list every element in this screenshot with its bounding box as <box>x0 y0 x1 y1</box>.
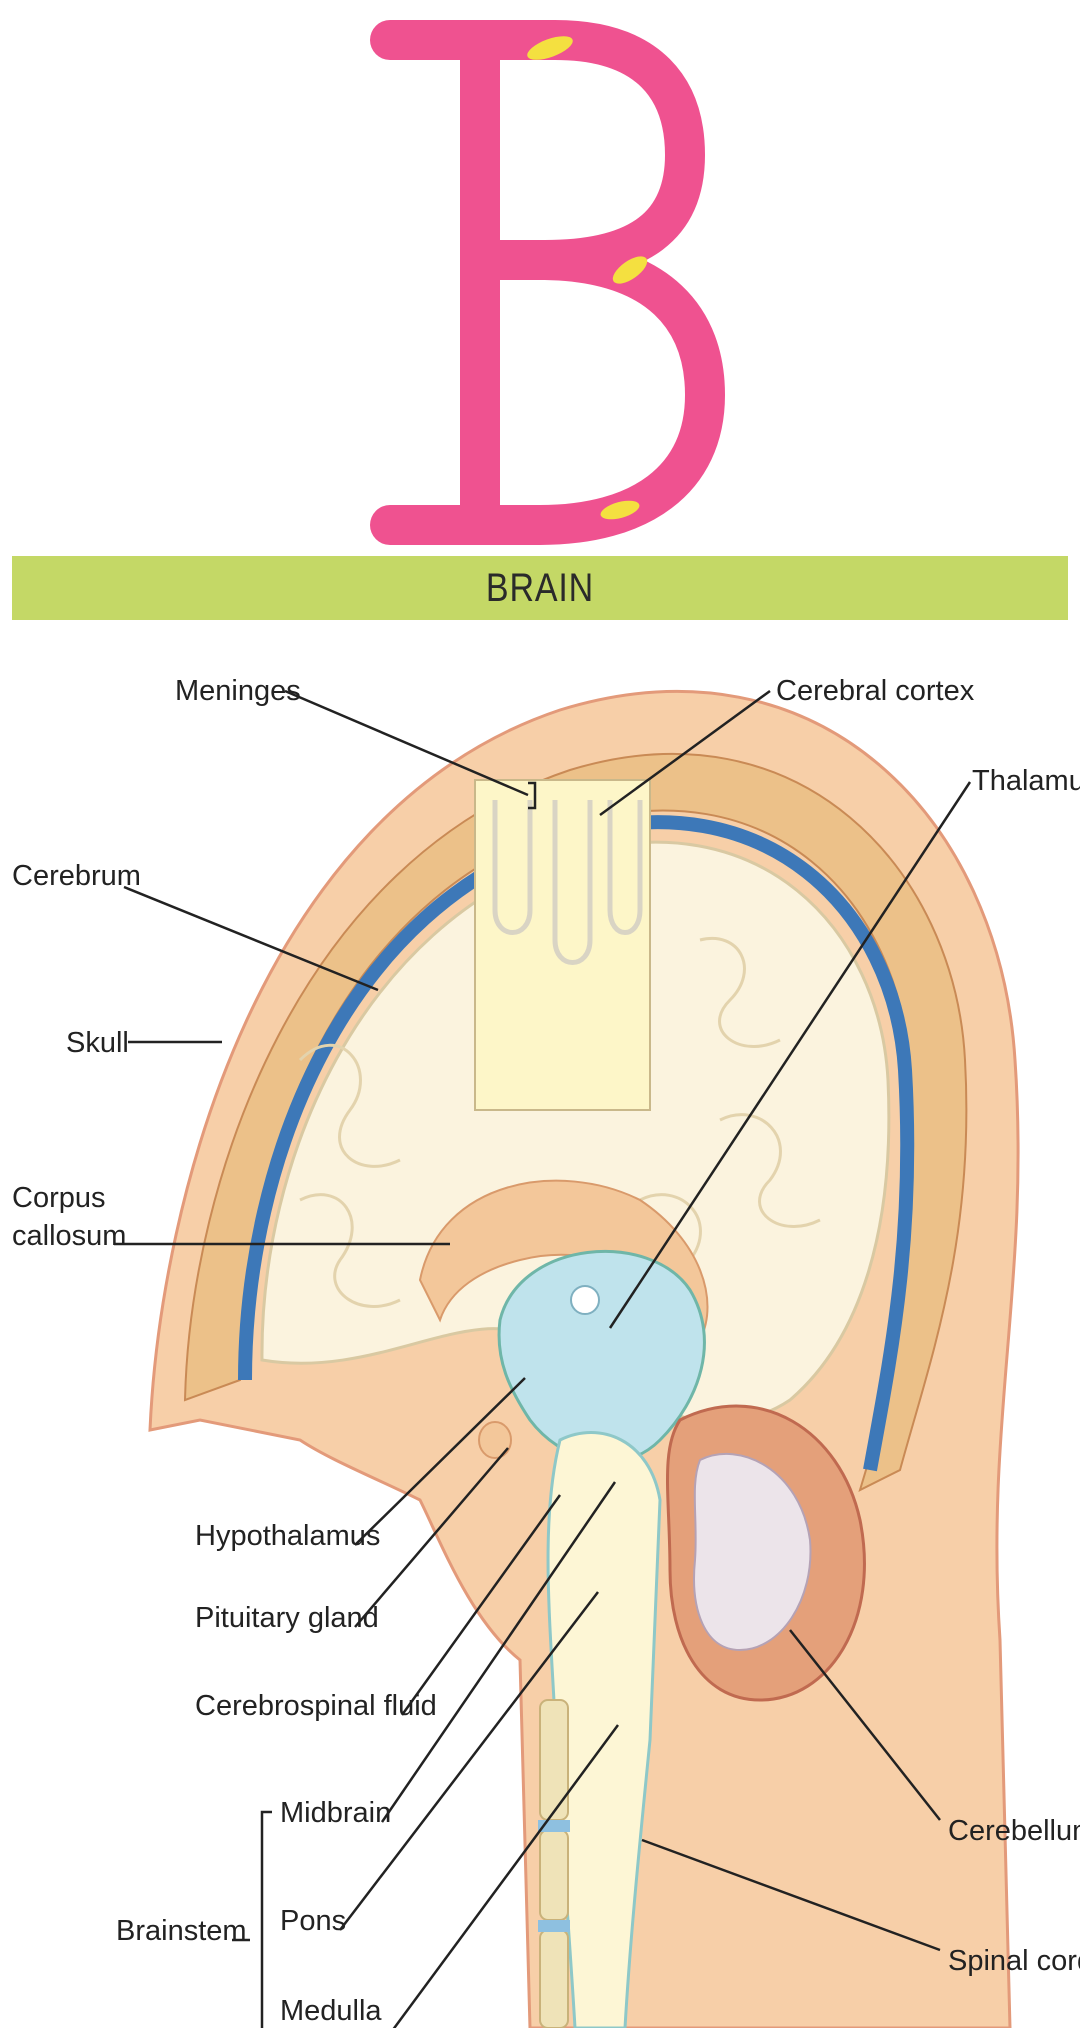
label-brainstem: Brainstem <box>116 1915 247 1947</box>
label-pituitary-gland: Pituitary gland <box>195 1602 379 1634</box>
banner-title: BRAIN <box>485 565 595 610</box>
letter-b-graphic: B <box>340 0 760 560</box>
title-banner: BRAIN <box>12 556 1068 620</box>
label-corpus-callosum-2: callosum <box>12 1220 126 1252</box>
label-skull: Skull <box>66 1027 129 1059</box>
label-corpus-callosum-1: Corpus <box>12 1182 106 1214</box>
meninges-layer <box>238 815 915 1472</box>
cortex-section <box>474 779 651 1111</box>
label-spinal-cord: Spinal cord <box>948 1945 1080 1977</box>
label-hypothalamus: Hypothalamus <box>195 1520 380 1552</box>
label-cerebral-cortex: Cerebral cortex <box>776 675 975 707</box>
label-medulla: Medulla <box>280 1995 382 2027</box>
leader-lines <box>114 689 972 2028</box>
label-midbrain: Midbrain <box>280 1797 391 1829</box>
pituitary-shape <box>478 1421 512 1459</box>
label-cerebrum: Cerebrum <box>12 860 141 892</box>
label-cerebellum: Cerebellum <box>948 1815 1080 1847</box>
label-thalamus: Thalamus <box>972 765 1080 797</box>
thalamus-shape <box>497 1249 706 1464</box>
spine-vertebrae <box>539 1699 569 2028</box>
label-cerebrospinal-fluid: Cerebrospinal fluid <box>195 1690 437 1722</box>
label-pons: Pons <box>280 1905 346 1937</box>
brain-diagram: Meninges Cerebral cortex Thalamus Cerebr… <box>12 675 1080 2028</box>
label-meninges: Meninges <box>175 675 301 707</box>
letter-b-text: B <box>340 0 341 1</box>
